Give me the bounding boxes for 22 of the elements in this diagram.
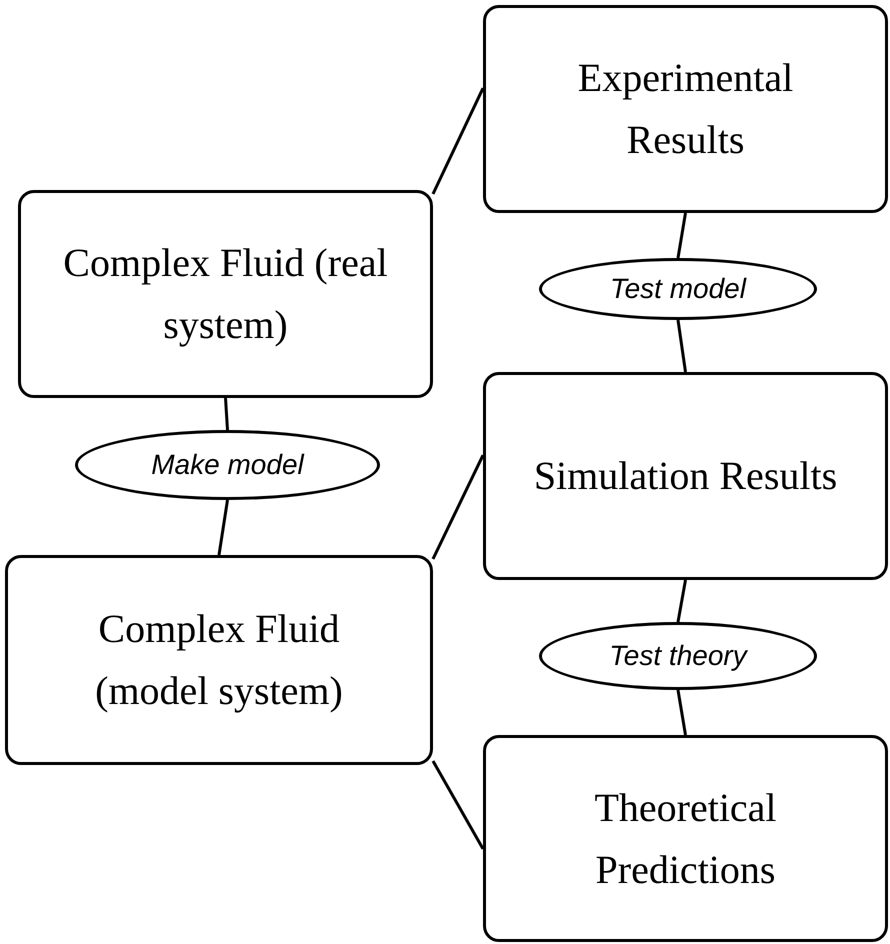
node-label: Theoretical Predictions: [593, 784, 778, 894]
connector-line: [432, 88, 484, 195]
connector-line: [224, 398, 229, 430]
connector-line: [676, 690, 687, 736]
node-label: Make model: [151, 449, 304, 481]
node-label: Test model: [610, 273, 746, 305]
process-box: [483, 372, 888, 580]
process-box: [483, 5, 888, 213]
node-label: Complex Fluid (model system): [94, 605, 344, 715]
node-label: Simulation Results: [534, 452, 838, 500]
connector-line: [676, 320, 687, 372]
process-box: [18, 190, 433, 398]
connector-line: [676, 580, 687, 622]
connector-line: [676, 212, 687, 258]
node-label: Complex Fluid (real system): [62, 239, 389, 349]
node-label: Experimental Results: [576, 54, 794, 164]
process-box: [5, 555, 433, 765]
process-box: [483, 735, 888, 942]
connector-line: [432, 760, 484, 850]
node-label: Test theory: [609, 640, 747, 672]
connector-line: [218, 500, 229, 556]
connector-line: [432, 454, 484, 560]
